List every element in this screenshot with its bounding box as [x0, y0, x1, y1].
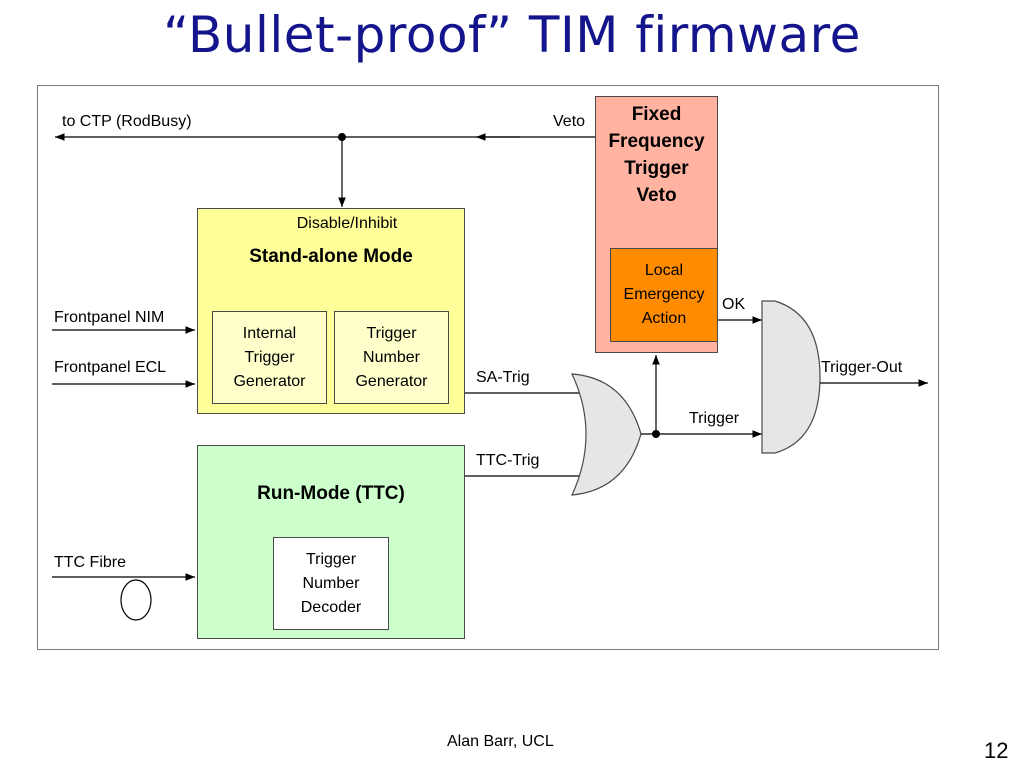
trigger-number-generator: Trigger Number Generator	[334, 311, 449, 404]
or-gate	[571, 373, 642, 496]
internal-trigger-generator: Internal Trigger Generator	[212, 311, 327, 404]
trigger-label: Trigger	[689, 410, 740, 427]
ttc-fibre-symbol	[120, 579, 152, 621]
veto-block-title: Fixed Frequency Trigger Veto	[608, 104, 705, 206]
frontpanel-nim-label: Frontpanel NIM	[54, 309, 165, 326]
footer-author: Alan Barr, UCL	[447, 733, 554, 750]
page-number: 12	[984, 738, 1009, 763]
trigger-out-label: Trigger-Out	[821, 359, 903, 376]
sa-trig-label: SA-Trig	[476, 369, 530, 386]
disable-inhibit-label: Disable/Inhibit	[296, 215, 398, 232]
trigger-number-decoder: Trigger Number Decoder	[273, 537, 389, 630]
diagram-frame	[37, 85, 939, 650]
ttc-trig-label: TTC-Trig	[476, 452, 540, 469]
ttc-fibre-label: TTC Fibre	[54, 554, 126, 571]
run-mode-title: Run-Mode (TTC)	[257, 483, 405, 504]
veto-label: Veto	[553, 113, 586, 130]
slide-title: “Bullet-proof” TIM firmware	[163, 6, 861, 64]
and-gate	[761, 300, 821, 454]
standalone-title: Stand-alone Mode	[249, 246, 413, 267]
to-ctp-label: to CTP (RodBusy)	[62, 113, 192, 130]
frontpanel-ecl-label: Frontpanel ECL	[54, 359, 167, 376]
ok-label: OK	[722, 296, 746, 313]
emergency-action-box: Local Emergency Action	[610, 248, 718, 342]
